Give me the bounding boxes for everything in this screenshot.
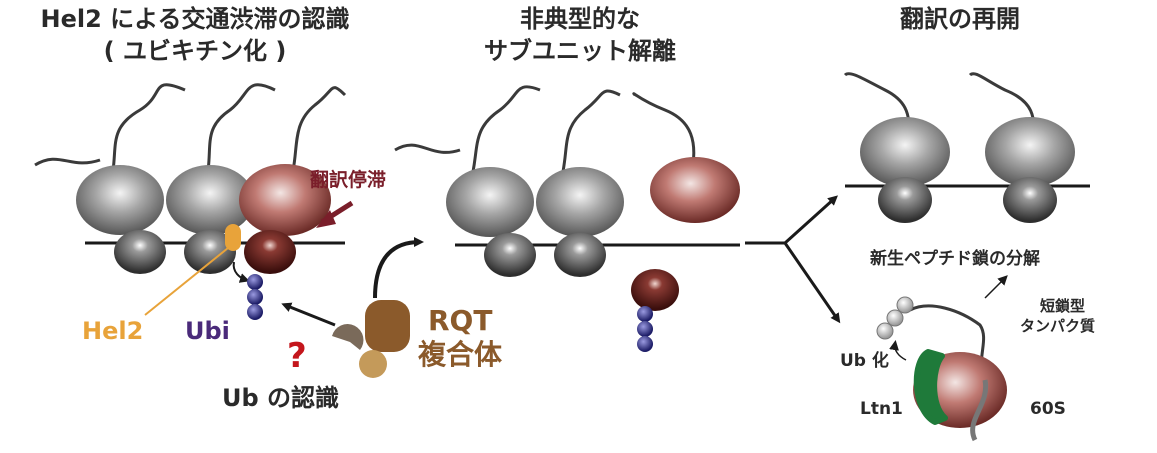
- arrow-icon: [984, 275, 1008, 299]
- ribosome-icon: [536, 167, 624, 237]
- arrow-icon: [373, 237, 424, 299]
- 60s-label: 60S: [1030, 399, 1066, 419]
- ltn1-label: Ltn1: [860, 399, 903, 419]
- arrow-icon: [783, 195, 838, 245]
- truncated-protein-line2: タンパク質: [1020, 317, 1096, 335]
- nascent-chain: [558, 89, 621, 186]
- nascent-chain: [468, 85, 541, 186]
- arrow-icon: [783, 242, 841, 324]
- ubiquitin-chain-icon: [876, 296, 914, 340]
- panel-2: [394, 85, 740, 352]
- ubiquitin-chain-icon: [637, 306, 653, 352]
- ribosome-icon: [631, 269, 679, 311]
- ribosome-icon: [446, 167, 534, 237]
- ribosome-icon: [878, 177, 932, 223]
- ribosome-icon: [76, 165, 164, 235]
- panel-2-title-line2: サブユニット解離: [484, 37, 676, 65]
- panel-2-title-line1: 非典型的な: [520, 5, 640, 33]
- ribosome-icon: [554, 233, 606, 277]
- panel-1: [34, 83, 424, 378]
- ribosome-icon: [484, 233, 536, 277]
- rqt-complex-icon: [332, 300, 410, 378]
- ribosome-icon: [239, 164, 331, 236]
- panel-3: [745, 72, 1090, 442]
- ltn1-icon: [913, 349, 948, 425]
- ribosome-icon: [114, 230, 166, 274]
- nascent-degradation-label: 新生ペプチド鎖の分解: [870, 249, 1040, 269]
- ribosome-icon: [1003, 177, 1057, 223]
- mrna-5prime: [394, 143, 461, 154]
- truncated-protein-line1: 短鎖型: [1040, 297, 1086, 315]
- hel2-pointer: [144, 247, 229, 316]
- panel-1-title-line1: Hel2 による交通渋滞の認識: [40, 5, 350, 33]
- ub-recognition-label: Ub の認識: [222, 384, 340, 412]
- rqt-label-line1: RQT: [428, 304, 493, 337]
- mrna-5prime: [34, 157, 101, 167]
- ribosome-icon: [985, 117, 1075, 187]
- arrow-icon: [281, 302, 336, 327]
- arrow-icon: [232, 261, 250, 283]
- ubi-label: Ubi: [185, 317, 230, 345]
- panel-3-title: 翻訳の再開: [900, 5, 1020, 33]
- hel2-icon: [225, 224, 241, 251]
- stall-label: 翻訳停滞: [310, 169, 387, 191]
- question-mark: ?: [287, 336, 307, 376]
- ribosome-icon: [166, 165, 254, 235]
- hel2-label: Hel2: [82, 317, 144, 345]
- nascent-chain: [288, 86, 347, 186]
- ribosome-icon: [184, 230, 236, 274]
- arrow-icon: [316, 210, 336, 228]
- rqt-label-line2: 複合体: [418, 338, 503, 371]
- nascent-chain: [108, 83, 186, 186]
- arrow-icon: [889, 340, 907, 361]
- ub-conjugation-label: Ub 化: [840, 351, 889, 371]
- nascent-chain: [970, 379, 989, 442]
- nascent-chain: [632, 92, 696, 181]
- ribosome-icon: [650, 157, 740, 223]
- panel-1-title-line2: ( ユビキチン化 ): [103, 37, 287, 65]
- ribosome-icon: [244, 230, 296, 274]
- nascent-chain: [203, 83, 276, 186]
- ribosome-icon: [860, 117, 950, 187]
- ubiquitin-chain-icon: [247, 274, 263, 320]
